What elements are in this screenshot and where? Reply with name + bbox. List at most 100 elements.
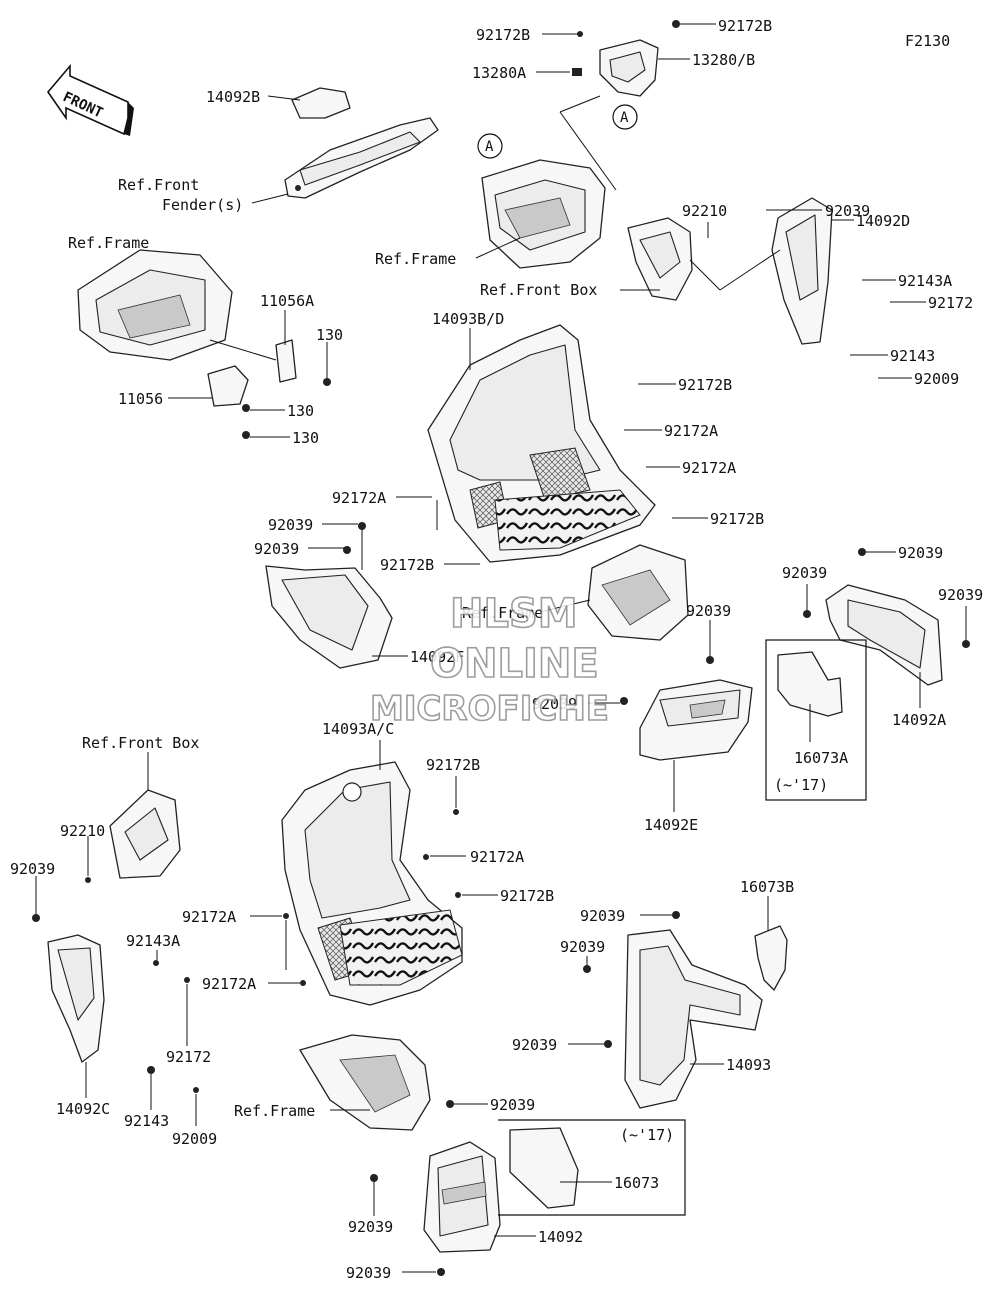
- watermark-line-3: MICROFICHE: [370, 689, 609, 729]
- part-front-box-right: [627, 217, 693, 301]
- label-92172B: 92172B: [426, 756, 480, 774]
- diagram-code: F2130: [905, 32, 950, 50]
- part-frame-bottom: [299, 1034, 431, 1131]
- label-11056A: 11056A: [260, 292, 314, 310]
- label-92039: 92039: [490, 1096, 535, 1114]
- label-92172: 92172: [166, 1048, 211, 1066]
- front-arrow-icon: FRONT: [46, 63, 134, 136]
- label-ref-frame: Ref.Frame: [462, 604, 543, 622]
- label-ref-front-box: Ref.Front Box: [82, 734, 199, 752]
- part-14093-cover: [583, 911, 763, 1109]
- svg-text:A: A: [620, 110, 629, 126]
- label-ref-front-box: Ref.Front Box: [480, 281, 597, 299]
- label-92039: 92039: [346, 1264, 391, 1282]
- part-16073B-seal: [754, 925, 788, 991]
- label-130: 130: [287, 402, 314, 420]
- label-14093BD: 14093B/D: [432, 310, 504, 328]
- label-92039: 92039: [825, 202, 870, 220]
- label-92143: 92143: [124, 1112, 169, 1130]
- label-13280A: 13280A: [472, 64, 526, 82]
- part-labels: 92172B 92172B 13280A 13280/B 14092B Ref.…: [10, 17, 983, 1282]
- label-16073: 16073: [614, 1174, 659, 1192]
- label-92210: 92210: [682, 202, 727, 220]
- label-92039: 92039: [254, 540, 299, 558]
- label-16073B: 16073B: [740, 878, 794, 896]
- part-14092E-duct: [620, 656, 753, 761]
- label-14093: 14093: [726, 1056, 771, 1074]
- label-92039: 92039: [512, 1036, 557, 1054]
- part-14093BD-floor-panel: [427, 324, 656, 563]
- label-92039: 92039: [268, 516, 313, 534]
- label-92039: 92039: [782, 564, 827, 582]
- label-ref-frame: Ref.Frame: [234, 1102, 315, 1120]
- label-ref-frame: Ref.Frame: [68, 234, 149, 252]
- label-92039: 92039: [10, 860, 55, 878]
- label-92143A: 92143A: [126, 932, 180, 950]
- label-14092A: 14092A: [892, 711, 946, 729]
- label-year-range: (~'17): [620, 1126, 674, 1144]
- label-ref-frame: Ref.Frame: [375, 250, 456, 268]
- label-92039: 92039: [898, 544, 943, 562]
- label-92172A: 92172A: [664, 422, 718, 440]
- label-92143A: 92143A: [898, 272, 952, 290]
- part-front-box-left: [85, 789, 181, 883]
- label-92039: 92039: [560, 938, 605, 956]
- label-92039: 92039: [348, 1218, 393, 1236]
- label-14092: 14092: [538, 1228, 583, 1246]
- label-92039: 92039: [686, 602, 731, 620]
- part-14092D-duct: [771, 197, 833, 345]
- label-92172B: 92172B: [710, 510, 764, 528]
- label-130: 130: [292, 429, 319, 447]
- label-92143: 92143: [890, 347, 935, 365]
- label-ref-front-fender: Fender(s): [162, 196, 243, 214]
- watermark-line-1: HLSM: [450, 591, 578, 637]
- label-92172A: 92172A: [202, 975, 256, 993]
- label-92172A: 92172A: [332, 489, 386, 507]
- label-92009: 92009: [172, 1130, 217, 1148]
- label-92039: 92039: [938, 586, 983, 604]
- callout-a-left: A: [477, 133, 503, 159]
- part-16073A-seal: [765, 639, 867, 801]
- label-92172A: 92172A: [182, 908, 236, 926]
- label-92039: 92039: [580, 907, 625, 925]
- label-11056: 11056: [118, 390, 163, 408]
- label-13280B: 13280/B: [692, 51, 755, 69]
- label-92172B: 92172B: [678, 376, 732, 394]
- label-92172A: 92172A: [470, 848, 524, 866]
- part-14092F-duct: [265, 522, 393, 669]
- label-92172: 92172: [928, 294, 973, 312]
- part-frame-mid: [587, 544, 689, 641]
- part-frame-left: [77, 249, 331, 439]
- label-14092C: 14092C: [56, 1100, 110, 1118]
- label-14093AC: 14093A/C: [322, 720, 394, 738]
- part-14092A-duct: [803, 548, 970, 686]
- label-92172B: 92172B: [500, 887, 554, 905]
- watermark-line-2: ONLINE: [430, 641, 599, 687]
- label-16073A: 16073A: [794, 749, 848, 767]
- part-13280-bracket: [572, 20, 680, 97]
- label-92172B: 92172B: [380, 556, 434, 574]
- label-130: 130: [316, 326, 343, 344]
- part-14092-duct: [370, 1100, 501, 1276]
- label-14092E: 14092E: [644, 816, 698, 834]
- label-14092F: 14092F: [410, 648, 464, 666]
- watermark: HLSM ONLINE MICROFICHE: [369, 590, 610, 730]
- callout-a-top: A: [612, 104, 638, 130]
- svg-text:A: A: [485, 139, 494, 155]
- label-92172B: 92172B: [476, 26, 530, 44]
- label-92039: 92039: [532, 695, 577, 713]
- label-14092D: 14092D: [856, 212, 910, 230]
- label-92009: 92009: [914, 370, 959, 388]
- label-14092B: 14092B: [206, 88, 260, 106]
- part-14092B-cover: [284, 87, 439, 199]
- part-14092C-duct: [32, 914, 199, 1093]
- part-frame-top: [481, 159, 606, 269]
- label-92210: 92210: [60, 822, 105, 840]
- part-14093AC-floor-panel: [281, 761, 463, 1006]
- label-year-range: (~'17): [774, 776, 828, 794]
- leader-lines: [35, 23, 967, 1273]
- label-92172B: 92172B: [718, 17, 772, 35]
- label-ref-front-fender: Ref.Front: [118, 176, 199, 194]
- label-92172A: 92172A: [682, 459, 736, 477]
